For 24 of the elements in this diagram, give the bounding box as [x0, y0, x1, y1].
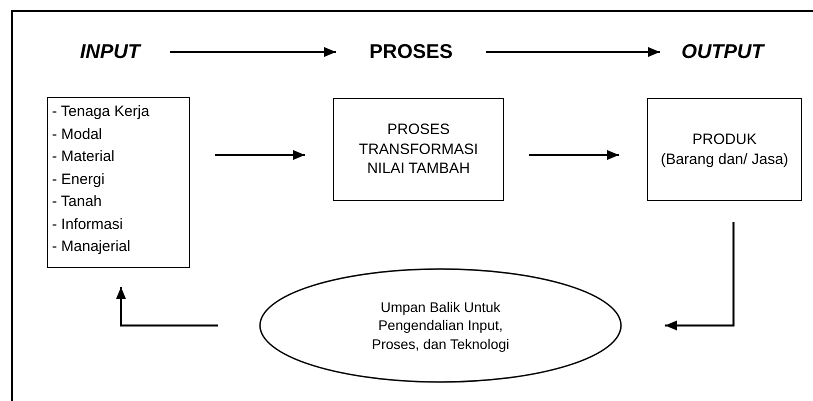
arrow: [215, 150, 305, 160]
heading-text: INPUT: [80, 40, 140, 64]
list-item: - Material: [52, 147, 116, 167]
list-item: - Tenaga Kerja: [52, 102, 150, 122]
arrow: [486, 47, 660, 57]
arrow: [170, 47, 336, 57]
list-item: - Energi: [52, 170, 106, 190]
box-text: PROSES TRANSFORMASI NILAI TAMBAH: [358, 120, 480, 179]
heading-text: PROSES: [369, 40, 453, 64]
process-box: [647, 98, 802, 201]
list-item: - Informasi: [52, 214, 124, 234]
arrow: [665, 222, 734, 330]
list-item: - Modal: [52, 124, 104, 144]
box-text: PRODUK: [692, 130, 757, 150]
arrow: [529, 150, 619, 160]
box-text: Umpan Balik Untuk Pengendalian Input, Proses, dan Teknologi: [371, 298, 510, 353]
feedback-ellipse: [259, 268, 622, 383]
list-item: - Tanah: [52, 192, 103, 212]
input-list-box: [47, 97, 190, 268]
heading-text: OUTPUT: [681, 40, 764, 64]
box-text: (Barang dan/ Jasa): [660, 150, 788, 169]
arrow: [116, 287, 218, 326]
process-box: [333, 98, 504, 201]
list-item: - Manajerial: [52, 237, 132, 257]
